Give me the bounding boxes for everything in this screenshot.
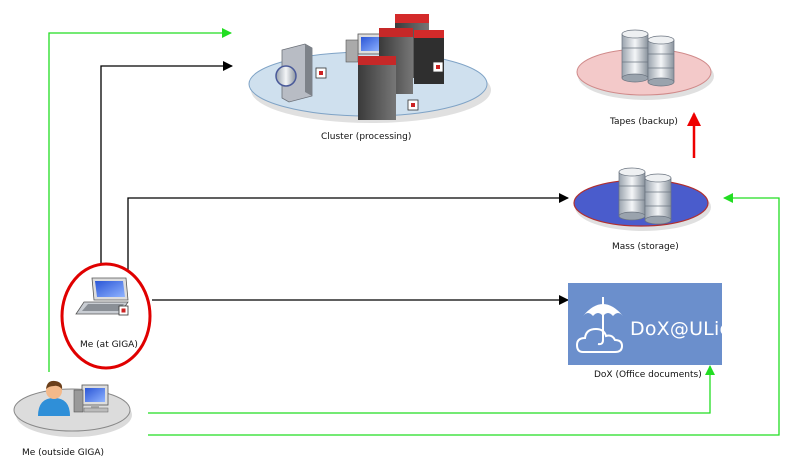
desktop-computer-icon <box>73 384 109 413</box>
cloud-umbrella-icon <box>575 297 624 353</box>
link-outside-to-dox <box>148 365 715 414</box>
database-stack-icon <box>618 167 672 225</box>
laptop-icon <box>75 277 129 316</box>
me-at-giga-node <box>60 262 152 370</box>
link-me-to-mass <box>127 193 569 270</box>
dox-logo-text: DoX@ULiège <box>630 318 756 340</box>
link-outside-to-cluster <box>48 28 232 372</box>
cluster-node <box>248 14 491 123</box>
mass-node <box>573 167 711 231</box>
user-person-icon <box>38 380 70 416</box>
tapes-node <box>576 29 714 100</box>
me-at-giga-label: Me (at GIGA) <box>80 340 138 350</box>
server-tower-icon <box>275 43 327 103</box>
server-rack-icon <box>358 14 444 120</box>
link-me-to-cluster <box>100 61 233 268</box>
outside-platform <box>13 388 131 432</box>
connections <box>48 28 780 436</box>
dox-label: DoX (Office documents) <box>594 370 702 380</box>
mass-label: Mass (storage) <box>612 242 679 252</box>
link-outside-to-mass <box>148 193 780 436</box>
tapes-label: Tapes (backup) <box>610 117 678 127</box>
me-outside-giga-node <box>13 380 132 437</box>
me-outside-giga-label: Me (outside GIGA) <box>22 448 104 458</box>
workstation-icon <box>345 33 385 63</box>
dox-node <box>568 283 722 365</box>
database-stack-icon <box>621 29 675 87</box>
highlight-ring <box>60 262 152 370</box>
cluster-label: Cluster (processing) <box>321 132 412 142</box>
